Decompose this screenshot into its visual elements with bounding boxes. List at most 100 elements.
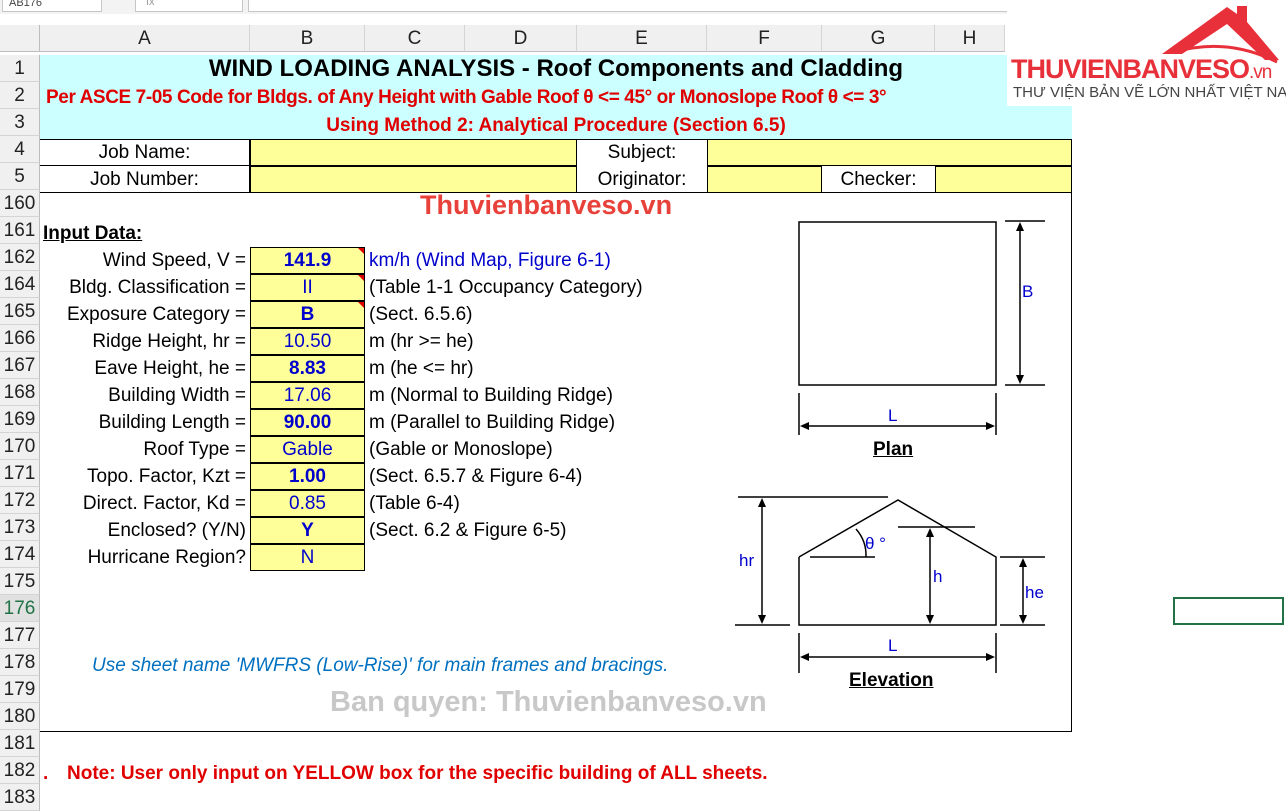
name-box[interactable]: AB176: [2, 0, 102, 12]
row-header-174[interactable]: 174: [0, 541, 40, 568]
input-label: Roof Type =: [143, 439, 246, 460]
row-header-183[interactable]: 183: [0, 784, 40, 811]
input-value[interactable]: 0.85: [250, 490, 365, 517]
input-label: Building Width =: [108, 385, 246, 406]
dim-B: B: [1022, 282, 1034, 301]
job-name-input[interactable]: [250, 139, 577, 166]
row-header-179[interactable]: 179: [0, 676, 40, 703]
checker-input[interactable]: [935, 166, 1072, 193]
row-header-1[interactable]: 1: [0, 55, 40, 82]
row-header-173[interactable]: 173: [0, 514, 40, 541]
formula-input[interactable]: [248, 0, 1008, 12]
row-header-167[interactable]: 167: [0, 352, 40, 379]
input-note: m (hr >= he): [369, 331, 474, 352]
input-note: (Sect. 6.5.7 & Figure 6-4): [369, 466, 583, 487]
row-header-160[interactable]: 160: [0, 190, 40, 217]
mwfrs-note: Use sheet name 'MWFRS (Low-Rise)' for ma…: [92, 655, 669, 676]
row-header-166[interactable]: 166: [0, 325, 40, 352]
dim-h: h: [933, 567, 943, 586]
logo-tagline: THƯ VIỆN BẢN VẼ LỚN NHẤT VIỆT NAM: [1013, 84, 1286, 101]
house-roof-icon: [1162, 6, 1279, 64]
input-label: Topo. Factor, Kzt =: [87, 466, 246, 487]
input-value[interactable]: 17.06: [250, 382, 365, 409]
originator-label: Originator:: [597, 169, 687, 190]
row-header-165[interactable]: 165: [0, 298, 40, 325]
plan-outline: [798, 221, 997, 386]
input-value[interactable]: 10.50: [250, 328, 365, 355]
elevation-title: Elevation: [849, 670, 934, 691]
selected-cell-AB176[interactable]: [1173, 597, 1284, 625]
row-header-164[interactable]: 164: [0, 271, 40, 298]
method-line: Using Method 2: Analytical Procedure (Se…: [326, 115, 786, 136]
column-header-F[interactable]: F: [707, 25, 822, 52]
row-header-4[interactable]: 4: [0, 136, 40, 163]
input-value[interactable]: Y: [250, 517, 365, 544]
row-header-175[interactable]: 175: [0, 568, 40, 595]
row-header-172[interactable]: 172: [0, 487, 40, 514]
column-header-C[interactable]: C: [365, 25, 465, 52]
input-label: Building Length =: [98, 412, 246, 433]
input-note: (Sect. 6.2 & Figure 6-5): [369, 520, 567, 541]
input-label: Wind Speed, V =: [102, 250, 246, 271]
input-value[interactable]: 8.83: [250, 355, 365, 382]
column-header-B[interactable]: B: [250, 25, 365, 52]
row-header-180[interactable]: 180: [0, 703, 40, 730]
watermark-copyright: Ban quyen: Thuvienbanveso.vn: [330, 686, 767, 718]
input-note: (Sect. 6.5.6): [369, 304, 473, 325]
dim-hr: hr: [739, 551, 755, 570]
input-label: Eave Height, he =: [94, 358, 246, 379]
column-header-G[interactable]: G: [822, 25, 935, 52]
select-all-button[interactable]: [0, 25, 40, 52]
input-value[interactable]: 90.00: [250, 409, 365, 436]
job-number-input[interactable]: [250, 166, 577, 193]
row-header-162[interactable]: 162: [0, 244, 40, 271]
column-header-H[interactable]: H: [935, 25, 1005, 52]
input-label: Direct. Factor, Kd =: [82, 493, 246, 514]
input-note: (Table 1-1 Occupancy Category): [369, 277, 643, 298]
row-header-161[interactable]: 161: [0, 217, 40, 244]
row-header-177[interactable]: 177: [0, 622, 40, 649]
input-data-heading: Input Data:: [43, 223, 143, 244]
row-header-176[interactable]: 176: [0, 595, 40, 622]
column-header-E[interactable]: E: [577, 25, 707, 52]
subject-label: Subject:: [607, 142, 677, 163]
building-diagram: [735, 220, 1045, 673]
row-header-5[interactable]: 5: [0, 163, 40, 190]
row-header-182[interactable]: 182: [0, 757, 40, 784]
input-value[interactable]: B: [250, 301, 365, 328]
row-header-168[interactable]: 168: [0, 379, 40, 406]
fx-button[interactable]: fx: [135, 0, 243, 12]
input-value[interactable]: Gable: [250, 436, 365, 463]
user-note: Note: User only input on YELLOW box for …: [67, 763, 768, 784]
row-header-178[interactable]: 178: [0, 649, 40, 676]
input-note: m (Parallel to Building Ridge): [369, 412, 616, 433]
input-value[interactable]: II: [250, 274, 365, 301]
row182-prefix: .: [43, 763, 49, 784]
column-header-A[interactable]: A: [40, 25, 250, 52]
input-label: Hurricane Region?: [87, 547, 246, 568]
row-header-181[interactable]: 181: [0, 730, 40, 757]
elevation-outline: [798, 499, 997, 626]
input-note: m (Normal to Building Ridge): [369, 385, 613, 406]
header-band: [40, 55, 1072, 139]
dim-L-elev: L: [888, 636, 898, 655]
column-header-D[interactable]: D: [465, 25, 577, 52]
page-title: WIND LOADING ANALYSIS - Roof Components …: [208, 55, 904, 82]
checker-label: Checker:: [840, 169, 917, 190]
row-header-171[interactable]: 171: [0, 460, 40, 487]
input-value[interactable]: 141.9: [250, 247, 365, 274]
dim-he: he: [1025, 583, 1044, 602]
input-label: Exposure Category =: [66, 304, 246, 325]
input-value[interactable]: 1.00: [250, 463, 365, 490]
job-name-label: Job Name:: [40, 139, 250, 166]
input-value[interactable]: N: [250, 544, 365, 571]
input-note: m (he <= hr): [369, 358, 474, 379]
row-header-2[interactable]: 2: [0, 82, 40, 109]
row-header-169[interactable]: 169: [0, 406, 40, 433]
row-header-170[interactable]: 170: [0, 433, 40, 460]
subject-input[interactable]: [707, 139, 1072, 166]
input-label: Ridge Height, hr =: [92, 331, 246, 352]
row-header-3[interactable]: 3: [0, 109, 40, 136]
originator-input[interactable]: [707, 166, 822, 193]
input-note: (Table 6-4): [369, 493, 460, 514]
